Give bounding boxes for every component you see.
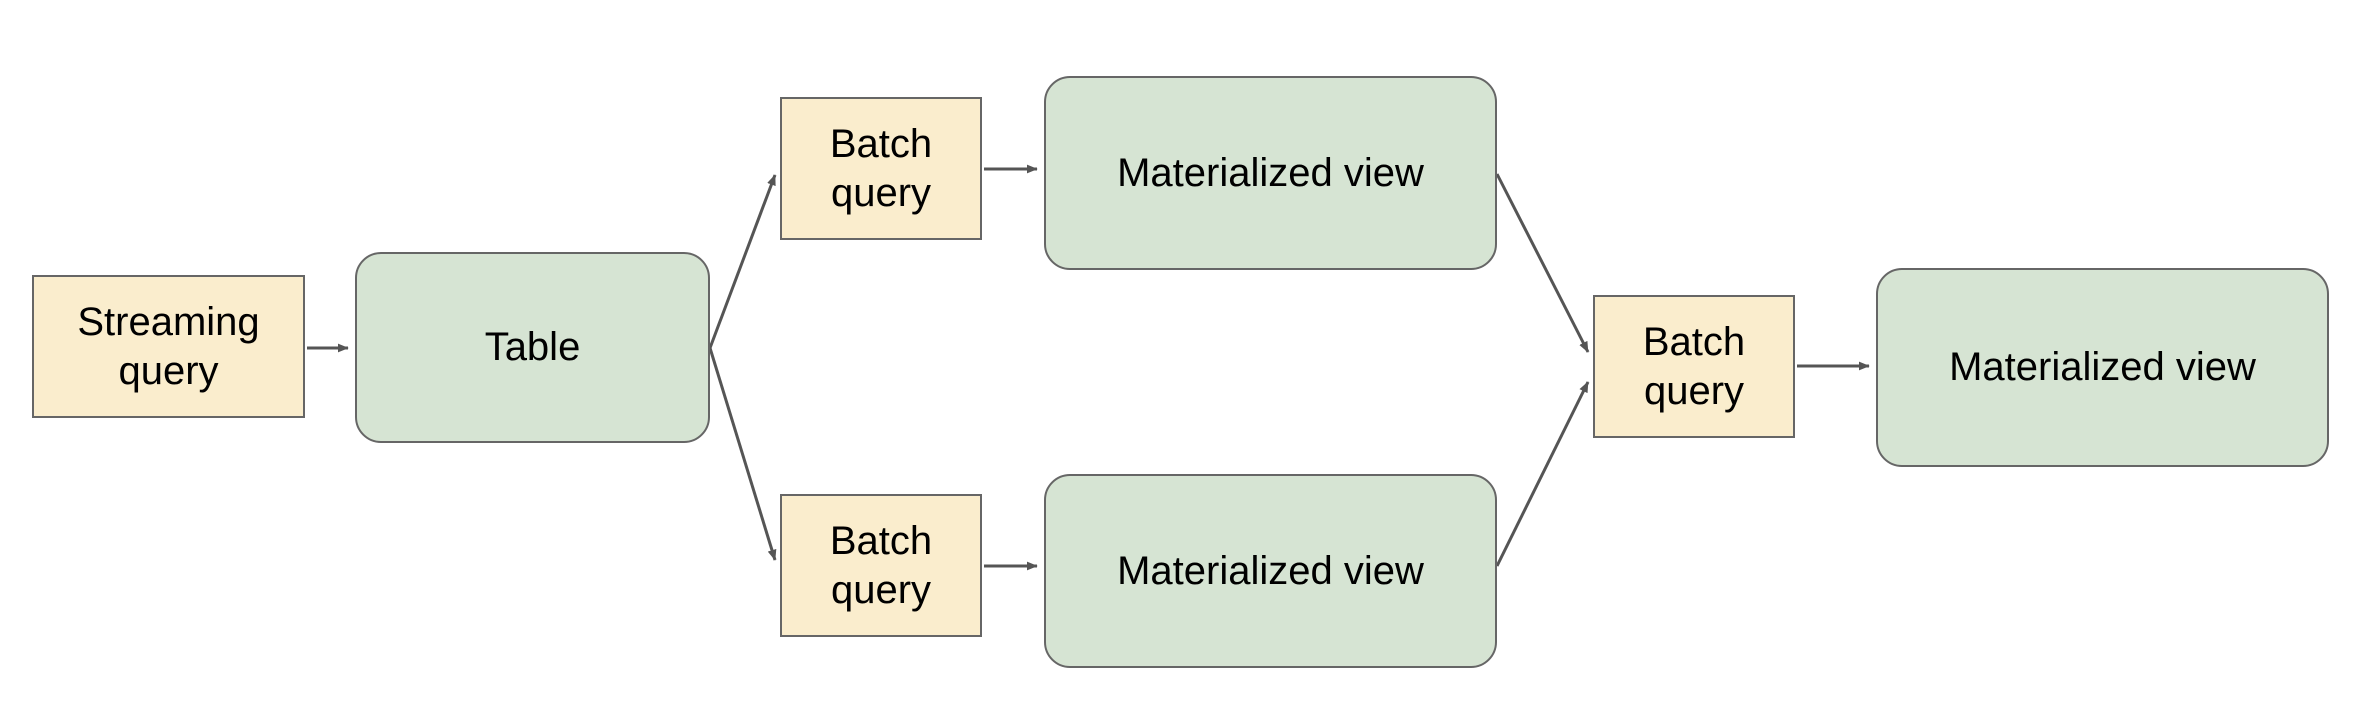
node-label: Table [484,325,581,370]
node-streaming-query[interactable]: Streaming query [32,275,305,418]
node-batch-query-bottom[interactable]: Batch query [780,494,982,637]
edge-table-to-batch-query-bottom [708,347,777,561]
node-label: Batch query [1642,319,1746,413]
node-batch-query-top[interactable]: Batch query [780,97,982,240]
edge-table-to-batch-query-top [708,174,777,349]
node-materialized-view-final[interactable]: Materialized view [1876,268,2329,467]
node-materialized-view-top[interactable]: Materialized view [1044,76,1497,270]
node-table[interactable]: Table [355,252,710,443]
node-label: Streaming query [77,299,260,393]
node-label: Batch query [829,121,933,215]
node-label: Materialized view [1117,548,1424,593]
node-materialized-view-bottom[interactable]: Materialized view [1044,474,1497,668]
edge-materialized-view-bottom-to-batch-query-join [1495,381,1590,567]
node-batch-query-join[interactable]: Batch query [1593,295,1795,438]
node-label: Batch query [829,518,933,612]
node-label: Materialized view [1949,345,2256,390]
node-label: Materialized view [1117,150,1424,195]
edge-materialized-view-top-to-batch-query-join [1495,173,1590,353]
